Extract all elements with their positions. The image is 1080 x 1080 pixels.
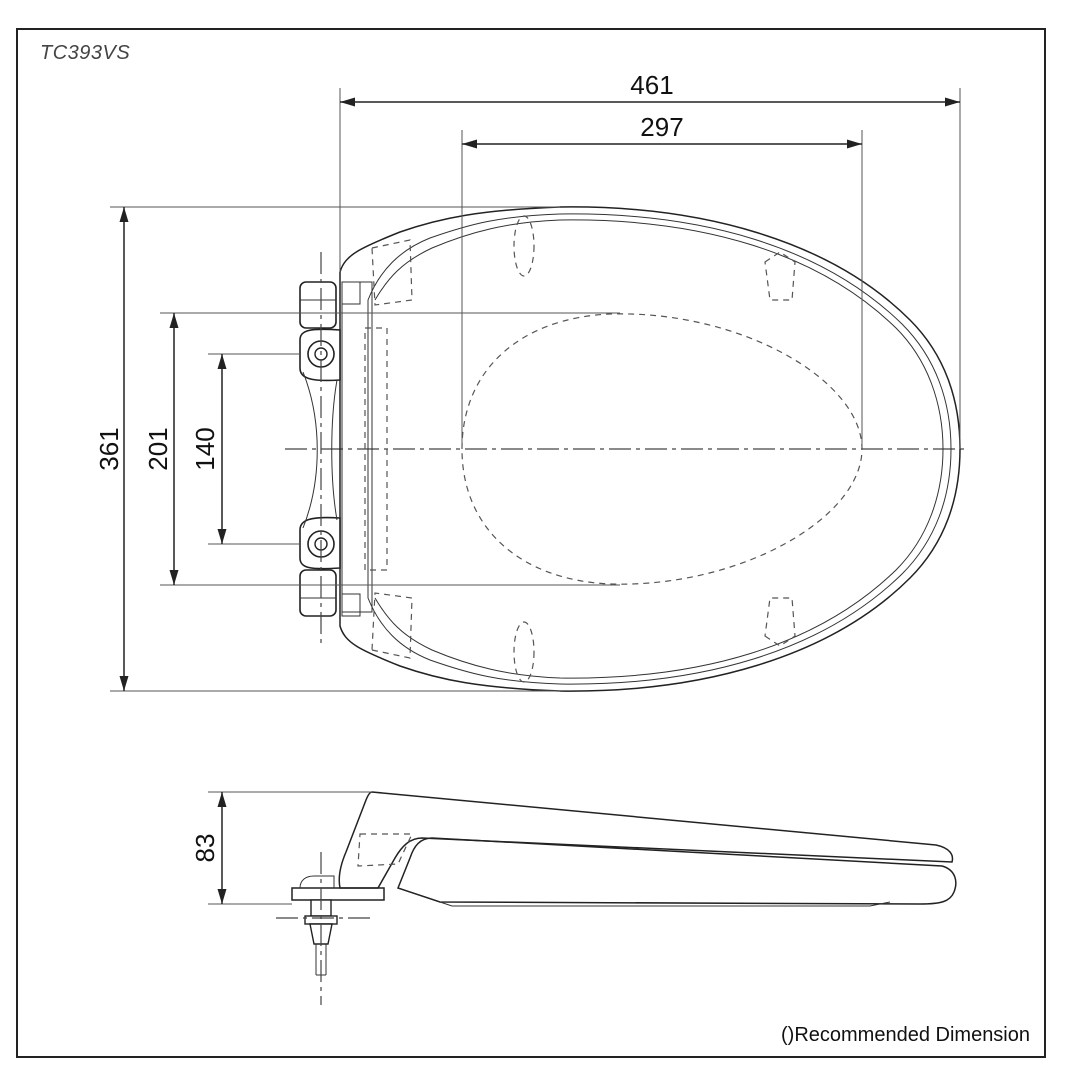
bumper-bottom-right (764, 597, 796, 647)
bumper-top-left (513, 215, 535, 277)
lid-profile (338, 791, 954, 889)
model-label: TC393VS (40, 42, 131, 64)
seat-outer-outline (339, 206, 961, 692)
recommended-dimension-note: ()Recommended Dimension (781, 1024, 1030, 1046)
bolt-mount-top (299, 328, 341, 382)
seat-profile (397, 837, 957, 905)
drawing-frame (16, 28, 1046, 1058)
seat-inner-outline (367, 213, 952, 685)
dim-bowl-length: 297 (640, 112, 683, 142)
bumper-top-right (764, 251, 796, 301)
hinge-block-top (299, 281, 337, 329)
top-view: 461 297 361 201 140 (94, 70, 968, 692)
bumper-bottom-left (513, 621, 535, 683)
dim-hinge-span-outer: 201 (143, 427, 173, 470)
hinge-base (291, 887, 385, 901)
dim-height: 83 (190, 834, 220, 863)
dim-overall-length: 461 (630, 70, 673, 100)
side-view: 83 (190, 791, 957, 1005)
hinge-block-bottom (299, 569, 337, 617)
dim-overall-width: 361 (94, 427, 124, 470)
bolt-mount-bottom (299, 516, 341, 570)
dim-hinge-span-bolts: 140 (190, 427, 220, 470)
hinge-cover-hidden (364, 327, 388, 571)
